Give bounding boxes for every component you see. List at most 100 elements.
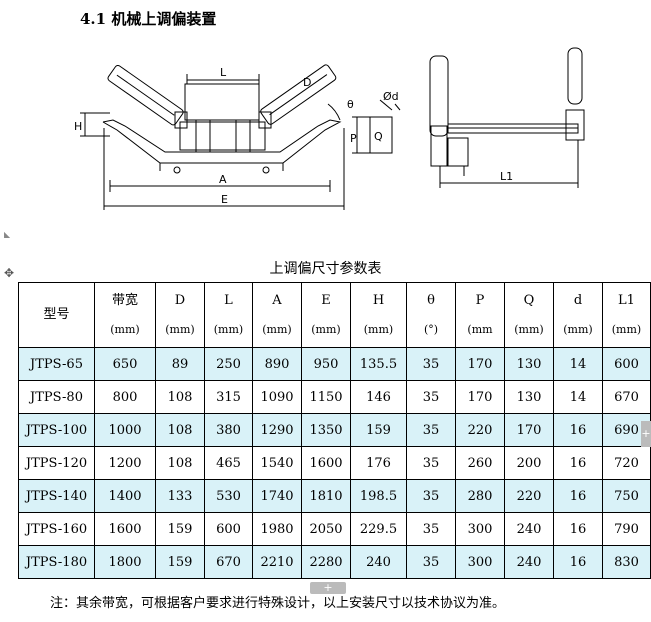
table-cell: 300 — [455, 512, 505, 546]
dim-label-L: L — [220, 66, 227, 79]
header-cell-Q: Q(mm) — [504, 282, 554, 348]
table-cell: 1540 — [252, 446, 302, 480]
dim-label-P: P — [350, 132, 357, 145]
table-cell: 300 — [455, 545, 505, 579]
dim-label-theta: θ — [347, 98, 354, 111]
table-cell: 170 — [504, 413, 554, 447]
center-roller-core — [179, 121, 266, 151]
table-cell: 159 — [155, 512, 205, 546]
table-cell: 35 — [406, 380, 456, 414]
table-cell: 1350 — [301, 413, 351, 447]
table-cell: 14 — [553, 347, 603, 381]
table-cell: 220 — [504, 479, 554, 513]
header-cell-belt-width: 带宽(mm) — [94, 282, 156, 348]
table-cell: 229.5 — [350, 512, 407, 546]
table-cell: 1600 — [94, 512, 156, 546]
center-roller — [184, 83, 260, 121]
table-cell: JTPS-80 — [18, 380, 95, 414]
table-cell: 176 — [350, 446, 407, 480]
table-cell: 159 — [155, 545, 205, 579]
table-cell: 89 — [155, 347, 205, 381]
table-cell: 16 — [553, 413, 603, 447]
table-cell: JTPS-160 — [18, 512, 95, 546]
table-cell: 1740 — [252, 479, 302, 513]
dim-label-D: D — [303, 76, 311, 89]
header-cell-A: A(mm) — [252, 282, 302, 348]
table-cell: 1980 — [252, 512, 302, 546]
table-cell: 530 — [204, 479, 253, 513]
table-cell: 220 — [455, 413, 505, 447]
table-cell: 1810 — [301, 479, 351, 513]
table-cell: 240 — [350, 545, 407, 579]
table-cell: JTPS-120 — [18, 446, 95, 480]
table-cell: 14 — [553, 380, 603, 414]
table-cell: 280 — [455, 479, 505, 513]
header-cell-L: L(mm) — [204, 282, 253, 348]
dim-label-A: A — [219, 173, 227, 186]
dim-label-E: E — [221, 193, 228, 206]
table-cell: 1400 — [94, 479, 156, 513]
table-cell: 950 — [301, 347, 351, 381]
table-cell: 830 — [602, 545, 651, 579]
header-cell-L1: L1(mm) — [602, 282, 651, 348]
frame-outline — [102, 119, 342, 164]
table-cell: 800 — [94, 380, 156, 414]
dim-label-d: Ød — [383, 90, 399, 103]
section-title: 4.1 机械上调偏装置 — [80, 10, 217, 28]
table-cell: 2280 — [301, 545, 351, 579]
table-cell: 1200 — [94, 446, 156, 480]
table-cell: 1150 — [301, 380, 351, 414]
table-cell: 600 — [204, 512, 253, 546]
table-cell: 35 — [406, 413, 456, 447]
dim-label-Q: Q — [374, 130, 383, 143]
table-cell: 16 — [553, 512, 603, 546]
table-caption: 上调偏尺寸参数表 — [269, 261, 382, 277]
table-cell: 1090 — [252, 380, 302, 414]
table-cell: 1290 — [252, 413, 302, 447]
table-cell: 35 — [406, 479, 456, 513]
footnote: 注：其余带宽，可根据客户要求进行特殊设计，以上安装尺寸以技术协议为准。 — [50, 596, 506, 611]
table-cell: 1800 — [94, 545, 156, 579]
table-cell: 35 — [406, 347, 456, 381]
table-cell: 133 — [155, 479, 205, 513]
table-cell: 35 — [406, 545, 456, 579]
table-cell: 170 — [455, 380, 505, 414]
table-cell: 108 — [155, 446, 205, 480]
table-header-row: 型号 带宽(mm) D(mm) L(mm) A(mm) E(mm) H(mm) … — [18, 282, 651, 348]
side-post — [429, 55, 449, 137]
table-move-handle-icon[interactable]: ✥ — [3, 266, 15, 280]
table-cell: JTPS-140 — [18, 479, 95, 513]
table-cell: 35 — [406, 512, 456, 546]
table-cell: 146 — [350, 380, 407, 414]
add-column-button[interactable]: + — [641, 421, 651, 447]
table-cell: 16 — [553, 479, 603, 513]
table-cell: JTPS-180 — [18, 545, 95, 579]
right-wing-roller — [260, 64, 337, 125]
table-cell: 130 — [504, 380, 554, 414]
table-cell: 465 — [204, 446, 253, 480]
table-cell: JTPS-65 — [18, 347, 95, 381]
table-cell: 670 — [602, 380, 651, 414]
table-cell: 600 — [602, 347, 651, 381]
add-row-button[interactable]: + — [310, 582, 346, 594]
header-cell-H: H(mm) — [350, 282, 407, 348]
table-cell: 720 — [602, 446, 651, 480]
table-cell: 200 — [504, 446, 554, 480]
table-cell: 260 — [455, 446, 505, 480]
table-cell: 250 — [204, 347, 253, 381]
table-cell: 16 — [553, 545, 603, 579]
table-cell: 159 — [350, 413, 407, 447]
table-cell: 170 — [455, 347, 505, 381]
header-cell-P: P(mm — [455, 282, 505, 348]
header-cell-theta: θ(°) — [406, 282, 456, 348]
dim-label-L1: L1 — [500, 170, 513, 183]
table-cell: 1600 — [301, 446, 351, 480]
header-cell-d: d(mm) — [553, 282, 603, 348]
header-cell-model: 型号 — [18, 282, 95, 348]
